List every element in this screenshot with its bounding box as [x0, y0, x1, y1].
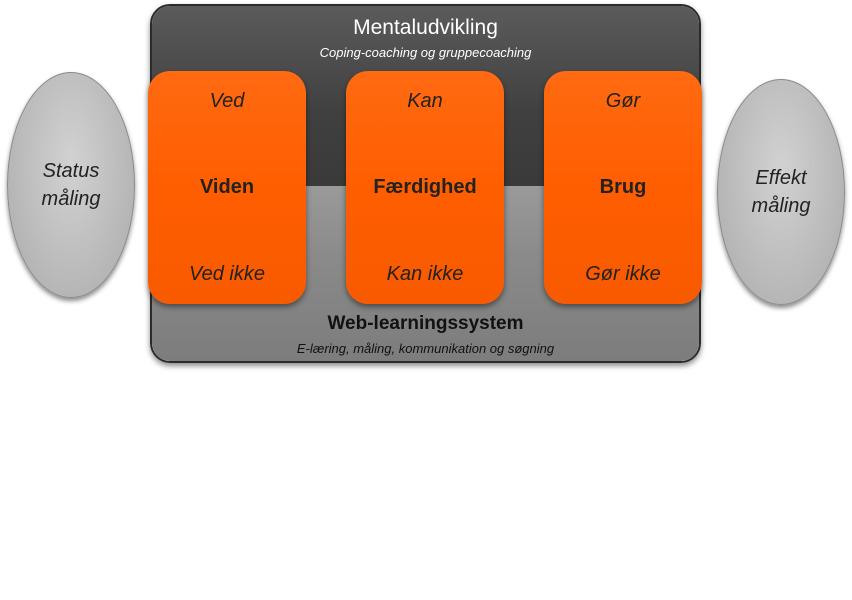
card-top-label: Ved: [209, 90, 245, 112]
bottom-section-title: Web-learningssystem: [327, 313, 524, 334]
card-middle-label: Færdighed: [373, 176, 477, 198]
card-brug: Gør Brug Gør ikke: [544, 71, 702, 304]
card-bottom-label: Gør ikke: [585, 263, 661, 285]
card-top-label: Kan: [407, 90, 443, 112]
card-top-label: Gør: [605, 90, 641, 112]
left-ellipse-label: Status måling: [8, 157, 134, 213]
card-viden: Ved Viden Ved ikke: [148, 71, 306, 304]
top-section-subtitle: Coping-coaching og gruppecoaching: [319, 45, 532, 60]
right-ellipse: Effekt måling: [717, 79, 845, 305]
card-faerdighed: Kan Færdighed Kan ikke: [346, 71, 504, 304]
left-ellipse-line1: Status: [42, 160, 100, 182]
right-ellipse-line1: Effekt: [755, 167, 807, 189]
card-bottom-label: Kan ikke: [386, 263, 464, 285]
right-ellipse-line2: måling: [751, 195, 811, 217]
top-section-title: Mentaludvikling: [353, 16, 498, 39]
left-ellipse-line2: måling: [41, 188, 101, 210]
card-middle-label: Brug: [599, 176, 647, 198]
bottom-section-subtitle: E-læring, måling, kommunikation og søgni…: [296, 341, 555, 356]
left-ellipse: Status måling: [7, 72, 135, 298]
right-ellipse-label: Effekt måling: [718, 164, 844, 220]
card-bottom-label: Ved ikke: [189, 263, 265, 285]
card-middle-label: Viden: [199, 176, 255, 198]
